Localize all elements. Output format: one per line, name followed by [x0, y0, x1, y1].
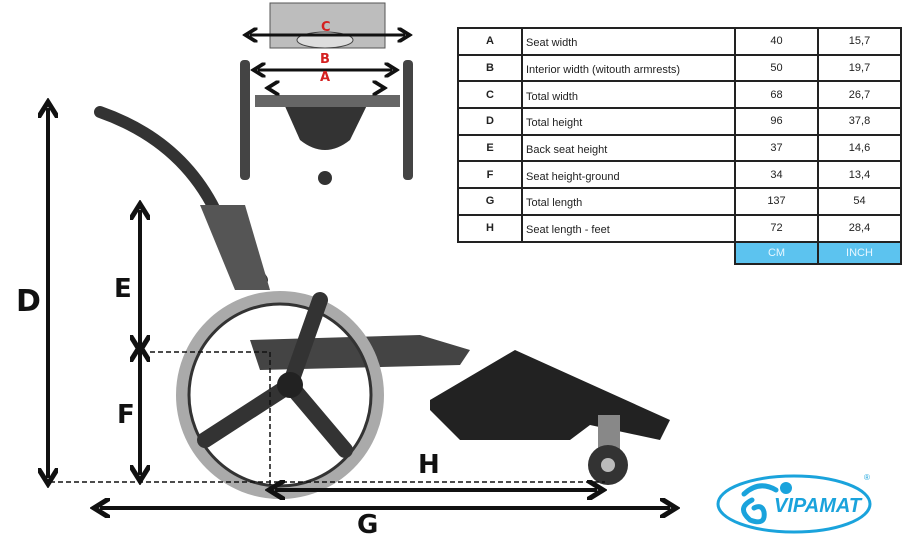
top-view	[240, 2, 413, 185]
side-view	[94, 106, 670, 499]
registered-mark: ®	[864, 473, 870, 482]
unit-inch: INCH	[817, 240, 902, 266]
label-e: E	[114, 274, 132, 304]
cell-inch: 14,6	[817, 133, 902, 163]
unit-cm: CM	[734, 240, 819, 266]
label-a-top: A	[320, 70, 331, 85]
cell-desc: Seat length - feet	[521, 213, 736, 243]
cell-inch: 19,7	[817, 53, 902, 83]
cell-desc: Interior width (witouth armrests)	[521, 53, 736, 83]
cell-cm: 40	[734, 27, 819, 56]
cell-desc: Back seat height	[521, 133, 736, 163]
cell-desc: Total length	[521, 187, 736, 216]
cell-key: B	[457, 53, 523, 83]
logo-text: VIPAMAT	[774, 495, 863, 517]
cell-key: H	[457, 213, 523, 243]
cell-inch: 28,4	[817, 213, 902, 243]
cell-cm: 137	[734, 187, 819, 216]
cell-desc: Seat height-ground	[521, 160, 736, 190]
cell-inch: 54	[817, 187, 902, 216]
cell-key: F	[457, 160, 523, 190]
cell-cm: 50	[734, 53, 819, 83]
cell-inch: 37,8	[817, 107, 902, 136]
cell-cm: 37	[734, 133, 819, 163]
cell-desc: Total height	[521, 107, 736, 136]
vipamat-logo: VIPAMAT ®	[714, 470, 879, 545]
label-f: F	[117, 400, 135, 430]
label-b-top: B	[320, 52, 330, 67]
cell-cm: 96	[734, 107, 819, 136]
label-g: G	[357, 510, 379, 540]
cell-inch: 13,4	[817, 160, 902, 190]
cell-desc: Total width	[521, 80, 736, 110]
cell-key: A	[457, 27, 523, 56]
cell-inch: 26,7	[817, 80, 902, 110]
label-d: D	[16, 284, 41, 319]
cell-desc: Seat width	[521, 27, 736, 56]
cell-cm: 68	[734, 80, 819, 110]
cell-key: E	[457, 133, 523, 163]
cell-cm: 72	[734, 213, 819, 243]
cell-key: C	[457, 80, 523, 110]
label-h: H	[418, 450, 440, 480]
label-c-top: C	[321, 20, 331, 35]
empty-cell	[458, 242, 522, 265]
cell-key: D	[457, 107, 523, 136]
cell-inch: 15,7	[817, 27, 902, 56]
cell-key: G	[457, 187, 523, 216]
cell-cm: 34	[734, 160, 819, 190]
empty-cell	[522, 242, 735, 265]
